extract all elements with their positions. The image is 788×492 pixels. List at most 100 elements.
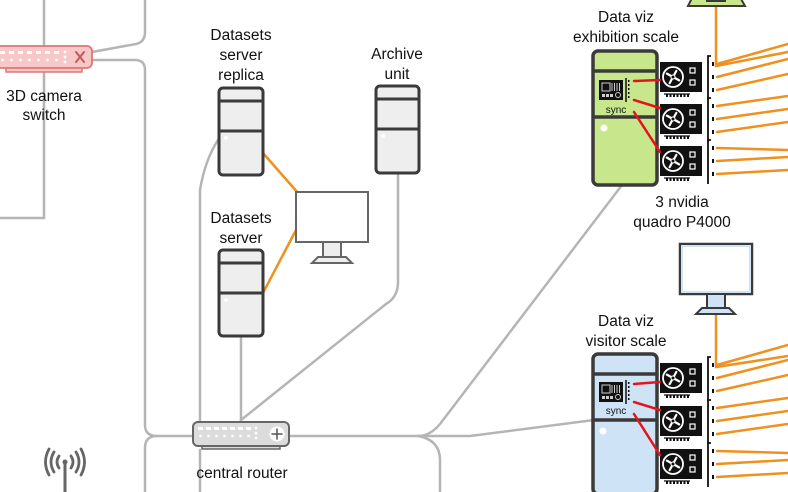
gpu-port xyxy=(689,380,696,387)
bracket-port xyxy=(628,394,630,396)
port xyxy=(9,51,14,54)
exhibition-scale-workstation[interactable]: Data viz exhibition scale sync xyxy=(573,9,714,187)
video-port xyxy=(712,389,714,393)
gpu-board xyxy=(660,146,702,176)
admin-monitor[interactable] xyxy=(295,191,369,264)
gpu-cards xyxy=(632,55,714,184)
gpu-group-label-2: quadro P4000 xyxy=(633,214,731,231)
port-led xyxy=(254,431,258,435)
cable-replica-to-monitor xyxy=(261,151,300,195)
gpu-port xyxy=(689,79,696,86)
video-cable xyxy=(715,146,788,152)
pcie-pin xyxy=(673,438,675,441)
cable-replica-to-router xyxy=(198,138,220,424)
video-cable xyxy=(715,343,788,367)
port xyxy=(230,427,235,430)
port xyxy=(238,427,243,430)
video-cable xyxy=(715,94,788,108)
visitor-scale-workstation[interactable]: Data viz visitor scale sync xyxy=(586,313,714,492)
pcie-pin xyxy=(676,178,679,181)
archive-unit[interactable]: Archive unit xyxy=(371,46,423,175)
switch-arrows-icon xyxy=(75,51,85,63)
port-led xyxy=(239,434,242,438)
datasets-server-label-1: Datasets xyxy=(210,210,271,227)
port xyxy=(27,51,32,54)
datasets-server-replica[interactable]: Datasets server replica xyxy=(210,27,272,177)
monitor-icon xyxy=(678,242,754,315)
port-led xyxy=(247,434,250,438)
router-arrows-icon xyxy=(269,426,285,442)
pcie-pin xyxy=(666,136,668,139)
camera-switch[interactable]: 3D camera switch xyxy=(0,45,93,124)
fan-hub xyxy=(670,418,676,424)
port-led xyxy=(223,434,226,438)
cable-projector-feed xyxy=(714,4,788,68)
port-led xyxy=(46,58,49,62)
datasets-server[interactable]: Datasets server xyxy=(210,210,272,338)
video-cable xyxy=(715,57,788,79)
video-port xyxy=(712,62,714,66)
visitor-monitor[interactable] xyxy=(678,242,754,315)
cable-left-bottom-branch xyxy=(143,434,159,492)
visitor-label-1: Data viz xyxy=(598,313,654,330)
pcie-pin xyxy=(666,481,668,484)
video-port xyxy=(712,462,714,466)
pcie-pin xyxy=(673,94,675,97)
cable-datasets-server-to-monitor xyxy=(261,228,298,295)
gpu-port xyxy=(689,466,696,473)
bracket-port xyxy=(628,386,630,388)
port xyxy=(36,51,41,54)
camera-switch-body xyxy=(0,45,93,69)
bracket-port xyxy=(628,382,630,384)
pcie-pin xyxy=(687,395,689,398)
chip xyxy=(601,384,611,394)
sync-cable xyxy=(632,412,662,457)
conn xyxy=(606,396,609,399)
sync-card-icon xyxy=(599,380,630,404)
central-router[interactable]: central router xyxy=(192,421,290,482)
cable-router-down-right xyxy=(416,434,442,492)
archive-label-1: Archive xyxy=(371,46,423,63)
video-port xyxy=(712,130,714,134)
video-port xyxy=(712,432,714,436)
fan-ring xyxy=(662,66,684,88)
gpu-card-icon xyxy=(660,55,714,100)
workstation-icon xyxy=(591,49,659,187)
pcie-pin xyxy=(669,438,672,441)
gpu-port xyxy=(689,368,696,375)
port xyxy=(54,51,59,54)
pcie-pin xyxy=(683,94,686,97)
sync-card-icon xyxy=(599,78,630,102)
replica-label-1: Datasets xyxy=(210,27,271,44)
video-cable xyxy=(715,155,788,163)
video-cable xyxy=(715,409,788,423)
gpu-board xyxy=(660,449,702,479)
bracket-port xyxy=(628,92,630,94)
pcie-pin xyxy=(687,178,689,181)
projector[interactable] xyxy=(686,0,747,7)
port xyxy=(18,51,23,54)
cable-archive-to-router xyxy=(239,170,400,422)
video-cable xyxy=(715,72,788,92)
port xyxy=(246,427,251,430)
gear xyxy=(615,394,621,400)
gpu-card-icon xyxy=(660,356,714,401)
server-tower-icon xyxy=(374,84,421,175)
port-led xyxy=(199,434,202,438)
router-label: central router xyxy=(196,465,287,482)
wireless-antenna[interactable] xyxy=(44,447,86,492)
camera-switch-label: 3D camera xyxy=(6,88,82,105)
archive-label-2: unit xyxy=(385,66,411,83)
video-port xyxy=(712,117,714,121)
gpu-board xyxy=(660,62,702,92)
video-port xyxy=(712,104,714,108)
gpu-bracket xyxy=(707,442,711,487)
video-port xyxy=(712,376,714,380)
exhibition-label-2: exhibition scale xyxy=(573,29,679,46)
pcie-pin xyxy=(666,178,668,181)
conn xyxy=(610,94,613,97)
port-led xyxy=(63,55,67,59)
gpu-bracket xyxy=(707,97,711,142)
gpu-bracket xyxy=(707,356,711,401)
pcie-pin xyxy=(673,395,675,398)
